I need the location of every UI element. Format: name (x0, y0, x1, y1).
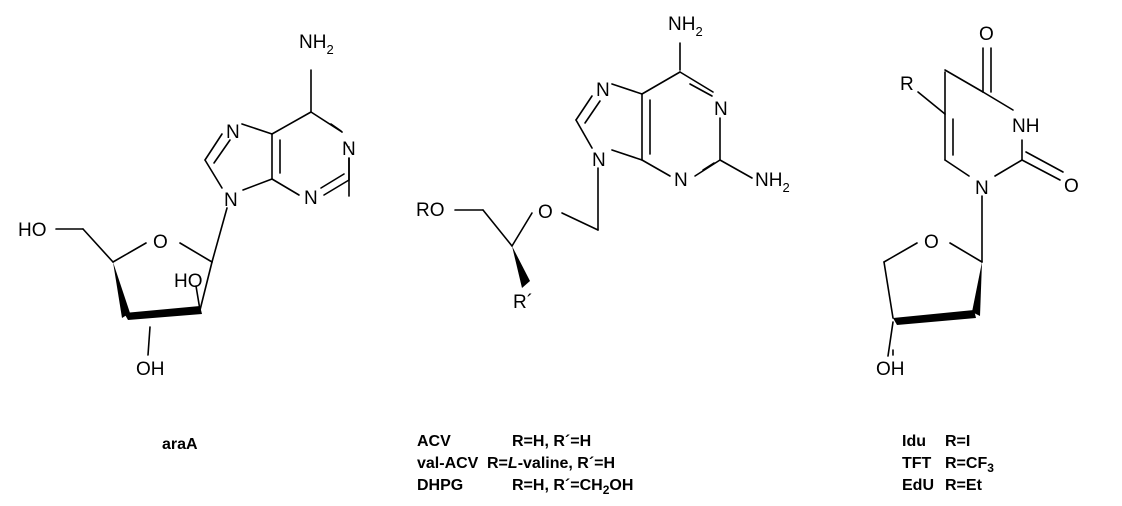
edu-caption-row: EdU R=Et (902, 477, 983, 494)
acv-captions: ACV R=H, R´=H val-ACV R=L-valine, R´=H D… (417, 433, 633, 497)
acv-n9-label: N (592, 150, 606, 171)
araA-ho2-label: HO (174, 271, 203, 292)
araA-oh3-label: OH (136, 359, 165, 380)
acv-caption-row: ACV R=H, R´=H (417, 433, 591, 450)
acv-top-nh2-label: NH2 (668, 14, 703, 39)
araA-ring-oxygen-label: O (153, 232, 168, 253)
acv-structure: NH2 N N N N NH2 RO O R´ ACV R=H, R´=H va… (416, 14, 790, 497)
araA-ho5-label: HO (18, 220, 47, 241)
araA-n7-label: N (226, 122, 240, 143)
araA-caption: araA (162, 436, 198, 453)
idu-oh-label: OH (876, 359, 905, 380)
araA-nh2-label: NH2 (299, 32, 334, 57)
idu-ring-oxygen-label: O (924, 232, 939, 253)
val-acv-caption-row: val-ACV R=L-valine, R´=H (417, 455, 615, 472)
idu-caption-row: Idu R=I (902, 433, 970, 450)
araA-n9-label: N (224, 190, 238, 211)
idu-captions: Idu R=I TFT R=CF3 EdU R=Et (902, 433, 994, 494)
acv-n7-label: N (596, 80, 610, 101)
acv-ro-label: RO (416, 200, 445, 221)
dhpg-caption-row: DHPG R=H, R´=CH2OH (417, 477, 633, 497)
acv-r-prime-label: R´ (513, 292, 533, 313)
araA-structure: NH2 N N N N O HO HO OH araA (18, 32, 356, 453)
idu-n1-label: N (975, 178, 989, 199)
araA-n3-label: N (304, 188, 318, 209)
acv-n1-label: N (714, 99, 728, 120)
idu-o4-label: O (979, 24, 994, 45)
acv-right-nh2-label: NH2 (755, 170, 790, 195)
idu-r-label: R (900, 74, 914, 95)
idu-structure: R O NH O N O OH Idu R=I TFT R=CF3 EdU R=… (876, 24, 1079, 494)
tft-caption-row: TFT R=CF3 (902, 455, 994, 475)
idu-nh-label: NH (1012, 116, 1039, 137)
acv-n3-label: N (674, 170, 688, 191)
araA-n1-label: N (342, 139, 356, 160)
idu-o2-label: O (1064, 176, 1079, 197)
acv-ether-oxygen-label: O (538, 202, 553, 223)
